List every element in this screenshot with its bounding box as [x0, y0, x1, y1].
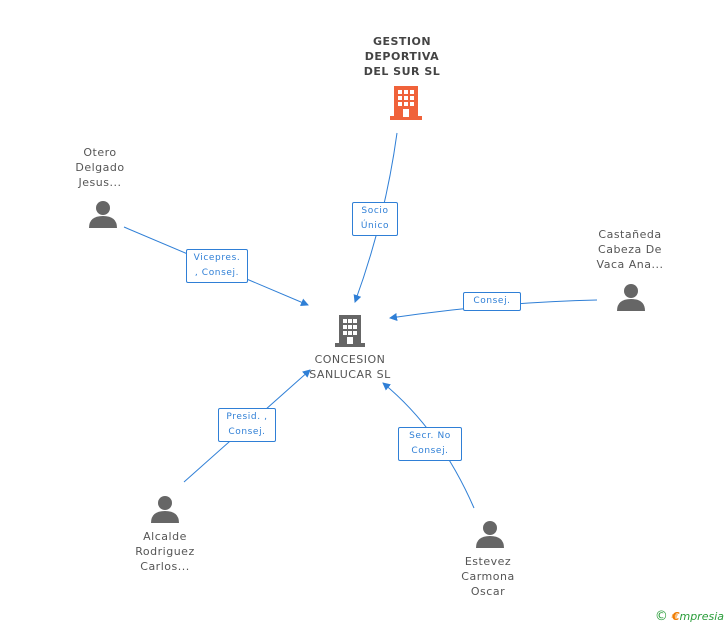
copyright-icon: © [654, 609, 668, 624]
relation-badge-3[interactable]: Secr. No Consej. [398, 427, 462, 461]
relation-badge-parent[interactable]: Socio Único [352, 202, 398, 236]
person-icon-3[interactable] [476, 520, 504, 548]
person-label-2[interactable]: Alcalde Rodriguez Carlos... [135, 530, 195, 573]
brand-initial: € [671, 610, 680, 623]
footer-brand: ©€mpresia [655, 609, 724, 624]
relation-badge-2[interactable]: Presid. , Consej. [218, 408, 276, 442]
building-icon-parent[interactable] [390, 84, 422, 120]
relation-badge-1[interactable]: Consej. [463, 292, 521, 311]
person-label-1[interactable]: Castañeda Cabeza De Vaca Ana... [596, 228, 664, 271]
person-icon-2[interactable] [151, 495, 179, 523]
person-icon-0[interactable] [89, 200, 117, 228]
parent-company-label[interactable]: GESTION DEPORTIVA DEL SUR SL [363, 35, 441, 78]
building-icon-center[interactable] [335, 313, 365, 347]
person-label-3[interactable]: Estevez Carmona Oscar [461, 555, 515, 598]
person-label-0[interactable]: Otero Delgado Jesus... [75, 146, 125, 189]
person-icon-1[interactable] [617, 283, 645, 311]
brand-name: mpresia [679, 610, 724, 623]
relation-badge-0[interactable]: Vicepres. , Consej. [186, 249, 248, 283]
center-company-label[interactable]: CONCESION SANLUCAR SL [309, 353, 391, 381]
